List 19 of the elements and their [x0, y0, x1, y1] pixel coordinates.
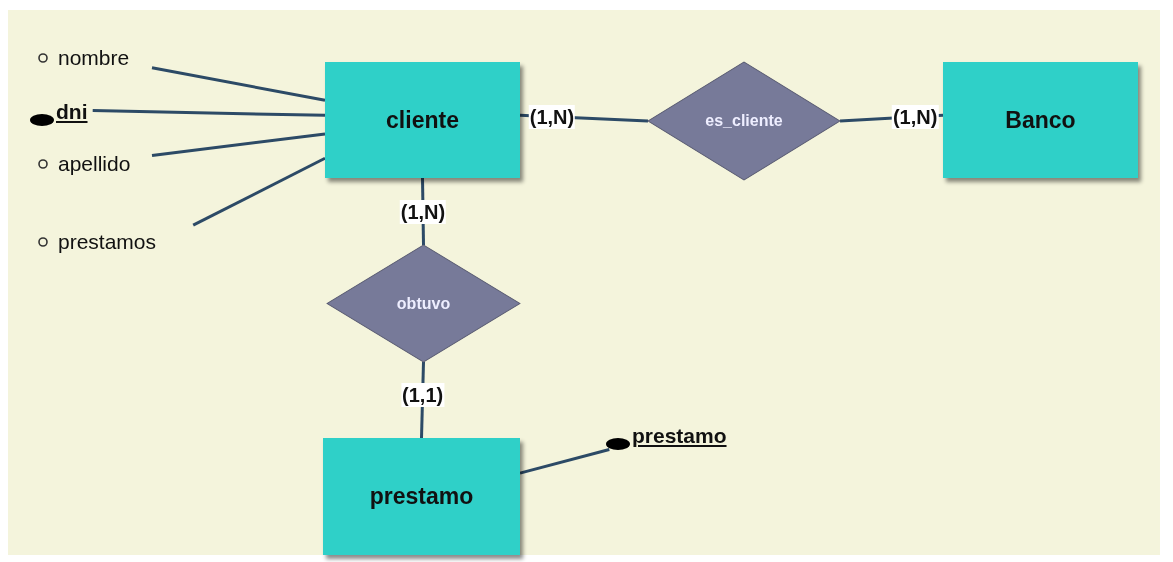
entity-box: cliente [325, 62, 520, 178]
cardinality-label: (1,N) [399, 199, 447, 224]
connector-line [192, 156, 326, 227]
cardinality-label: (1,N) [891, 104, 939, 129]
cardinality-label: (1,1) [401, 383, 445, 408]
key-attribute-name: prestamo [632, 424, 727, 448]
connector-line [519, 448, 610, 475]
entity-box: Banco [943, 62, 1138, 178]
attribute-name: nombre [58, 46, 130, 70]
attribute-name: apellido [58, 152, 131, 176]
relationship-diamond: obtuvo [327, 245, 520, 362]
attribute-name: prestamos [58, 230, 157, 254]
key-attribute-name: dni [56, 100, 88, 124]
entity-box: prestamo [323, 438, 520, 555]
relationship-diamond: es_cliente [648, 62, 840, 180]
cardinality-label: (1,N) [528, 104, 576, 129]
connector-line [151, 132, 326, 158]
connector-line [92, 109, 326, 117]
connector-line [151, 66, 326, 102]
